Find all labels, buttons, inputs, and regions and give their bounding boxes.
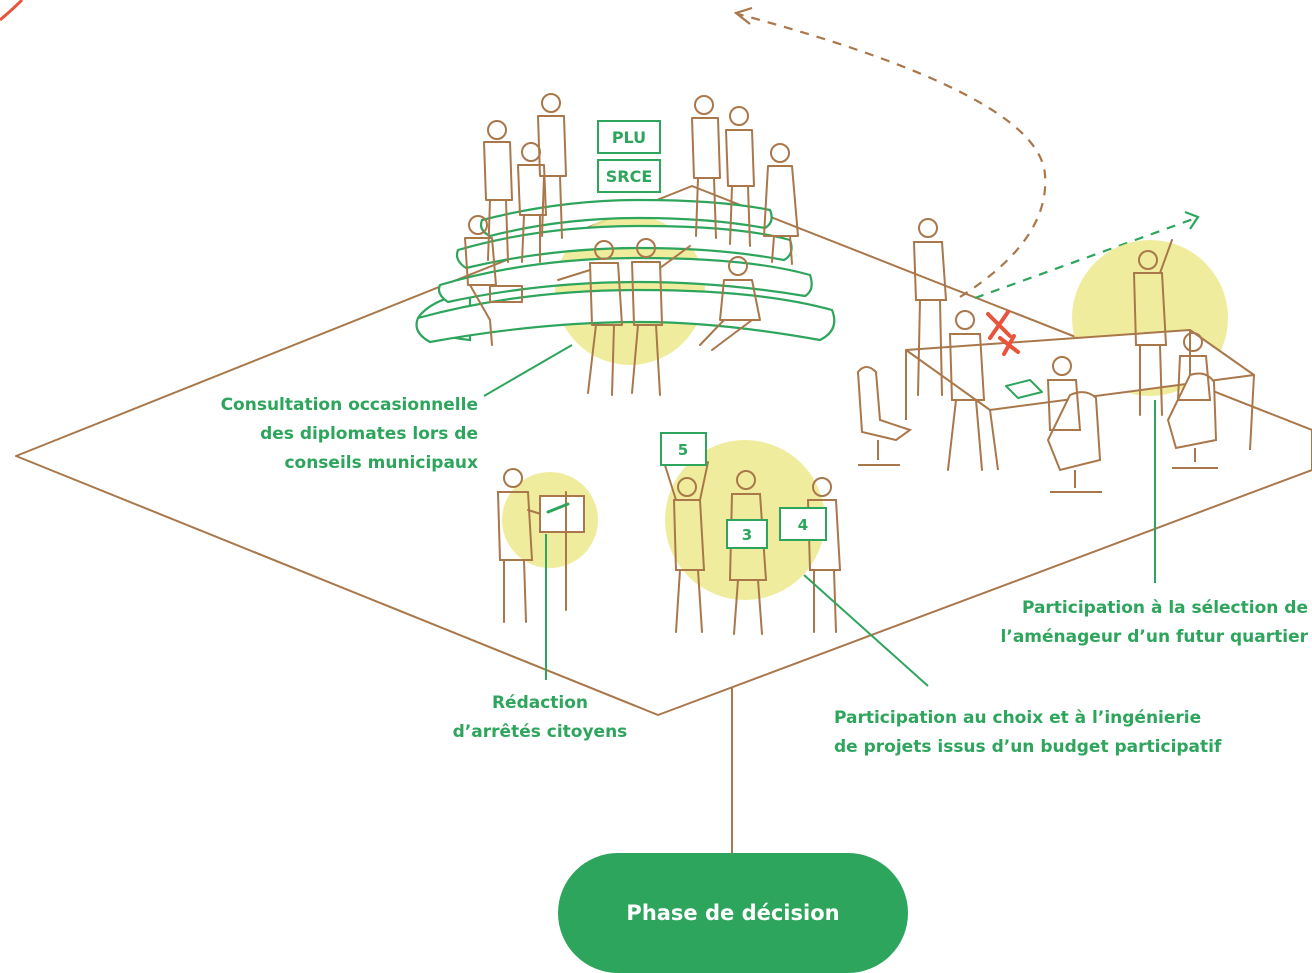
phase-decision-button[interactable]: Phase de décision: [558, 853, 908, 973]
board-tag-srce: SRCE: [606, 167, 653, 186]
dashed-arrow-brown: [737, 12, 1047, 298]
board-tag-plu: PLU: [612, 128, 646, 147]
label-budget-line-1: Participation au choix et à l’ingénierie: [834, 708, 1202, 728]
dashed-arrow-green: [974, 216, 1197, 300]
vote-cards: 5 3 4: [660, 432, 827, 549]
vote-card-5: 5: [678, 441, 688, 459]
label-consultation: Consultation occasionnelle des diplomate…: [160, 391, 478, 478]
sign-writer: [496, 468, 585, 623]
amphitheatre-people: [464, 93, 799, 396]
arrow-head-brown: [733, 6, 753, 25]
label-selection-line-2: l’aménageur d’un futur quartier: [1000, 627, 1308, 647]
label-consultation-line-3: conseils municipaux: [284, 453, 478, 473]
vote-card-4: 4: [798, 516, 808, 534]
meeting-table: [905, 329, 1255, 471]
phase-decision-label: Phase de décision: [626, 901, 840, 925]
red-x-marks: [986, 310, 1020, 356]
label-selection: Participation à la sélection de l’aménag…: [950, 594, 1308, 652]
label-consultation-line-1: Consultation occasionnelle: [220, 395, 478, 415]
label-consultation-line-2: des diplomates lors de: [260, 424, 478, 444]
label-redaction-line-1: Rédaction: [491, 693, 589, 713]
label-selection-line-1: Participation à la sélection de: [1021, 598, 1308, 618]
label-redaction-line-2: d’arrêtés citoyens: [452, 722, 628, 742]
voting-people: [663, 461, 842, 635]
arrow-head-green: [1184, 210, 1200, 230]
leader-lines: [483, 344, 1156, 687]
label-budget-line-2: de projets issus d’un budget participati…: [834, 737, 1222, 757]
label-budget: Participation au choix et à l’ingénierie…: [834, 704, 1274, 762]
label-redaction: Rédaction d’arrêtés citoyens: [430, 689, 650, 747]
red-corner-mark: [0, 0, 24, 22]
vote-card-3: 3: [742, 526, 752, 544]
office-chairs: [856, 366, 1218, 493]
plan-board: PLU SRCE: [597, 120, 661, 193]
table-people: [912, 218, 1212, 471]
